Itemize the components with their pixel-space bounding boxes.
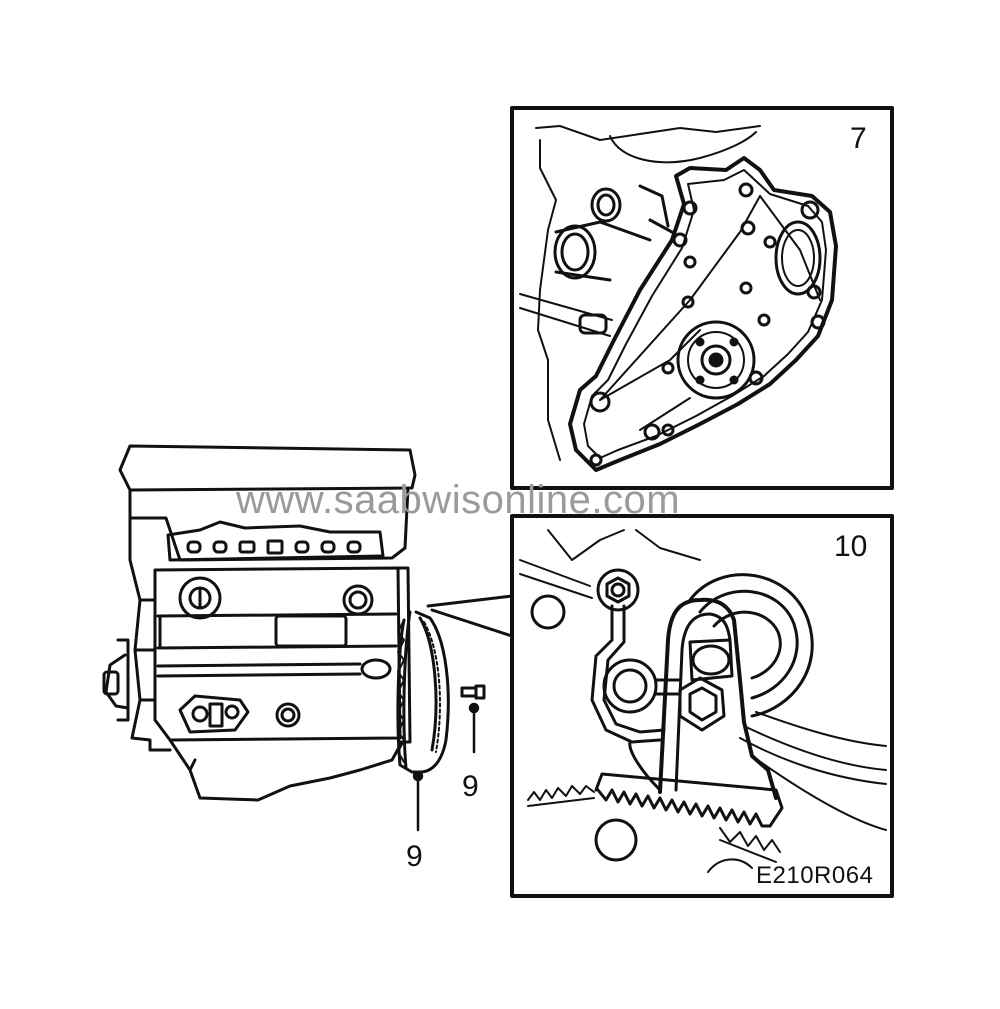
- callout-leaders: [412, 702, 480, 832]
- detail-leader: [426, 594, 514, 638]
- bolt: [460, 684, 486, 700]
- callout-flywheel-label: 9: [406, 840, 423, 873]
- watermark: www.saabwisonline.com: [236, 478, 681, 522]
- flywheel: [396, 610, 450, 774]
- panel-10-number: 10: [834, 530, 868, 563]
- detail-panel-10: [510, 514, 894, 898]
- callout-bolt-label: 9: [462, 770, 479, 803]
- engine-block: [102, 444, 417, 802]
- panel-7-number: 7: [850, 122, 867, 155]
- detail-panel-7: [510, 106, 894, 490]
- figure-code: E210R064: [756, 862, 874, 889]
